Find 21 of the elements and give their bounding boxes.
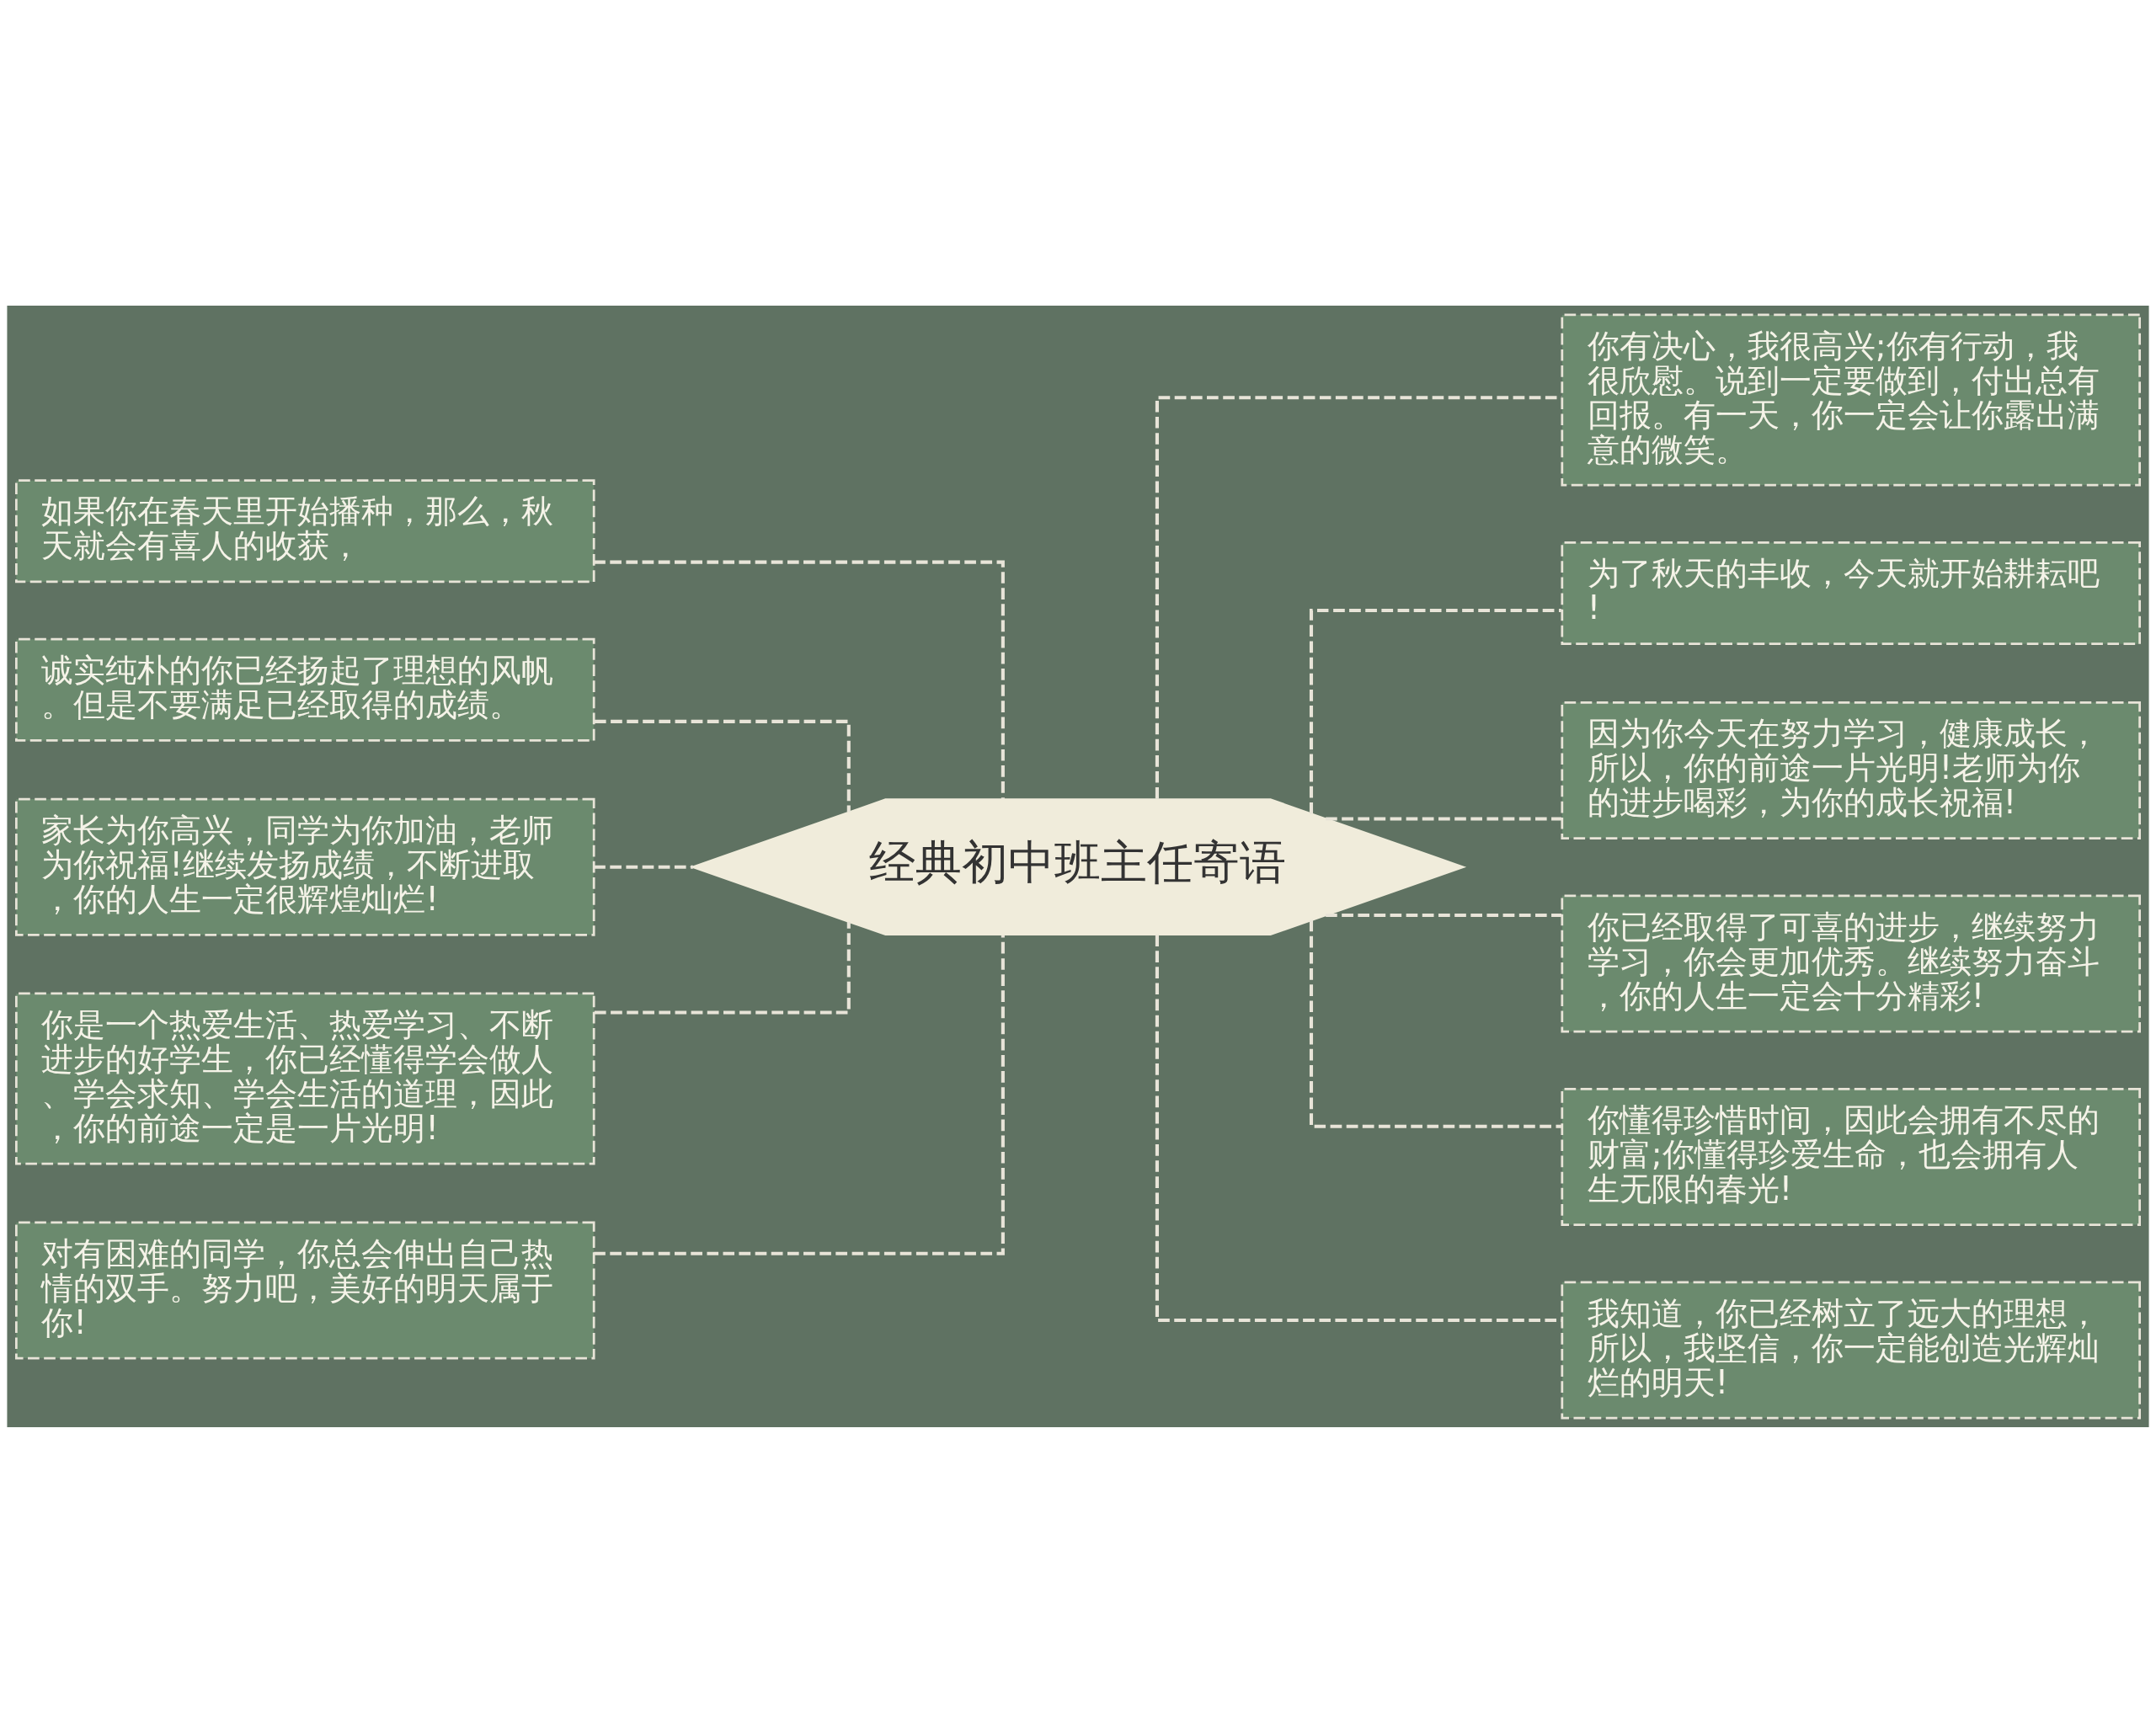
connector: [594, 921, 851, 1015]
connector: [594, 865, 693, 869]
connector: [1326, 816, 1562, 820]
connector: [1155, 934, 1562, 1322]
connector: [594, 719, 851, 812]
node-box: 你是一个热爱生活、热爱学习、不断进步的好学生，你已经懂得学会做人、学会求知、学会生活的道理，因此，你的前途一定是一片光明!: [15, 992, 595, 1164]
connector: [1309, 608, 1561, 814]
node-box: 家长为你高兴，同学为你加油，老师为你祝福!继续发扬成绩，不断进取，你的人生一定很辉煌灿烂!: [15, 797, 595, 936]
connector: [594, 935, 1005, 1255]
node-box: 对有困难的同学，你总会伸出自己热情的双手。努力吧，美好的明天属于你!: [15, 1220, 595, 1359]
node-box: 你有决心，我很高兴;你有行动，我很欣慰。说到一定要做到，付出总有回报。有一天，你一定会让你露出满意的微笑。: [1561, 313, 2141, 486]
node-box: 为了秋天的丰收，今天就开始耕耘吧!: [1561, 541, 2141, 645]
connector: [1309, 919, 1561, 1128]
node-box: 你已经取得了可喜的进步，继续努力学习，你会更加优秀。继续努力奋斗，你的人生一定会十分精彩!: [1561, 893, 2141, 1032]
node-box: 我知道，你已经树立了远大的理想，所以，我坚信，你一定能创造光辉灿烂的明天!: [1561, 1281, 2141, 1419]
connector: [594, 560, 1005, 799]
node-box: 如果你在春天里开始播种，那么，秋天就会有喜人的收获，: [15, 478, 595, 583]
node-box: 因为你今天在努力学习，健康成长，所以，你的前途一片光明!老师为你的进步喝彩，为你的成长祝福!: [1561, 701, 2141, 839]
node-box: 诚实纯朴的你已经扬起了理想的风帆。但是不要满足已经取得的成绩。: [15, 637, 595, 742]
connector: [1326, 913, 1562, 917]
node-box: 你懂得珍惜时间，因此会拥有不尽的财富;你懂得珍爱生命，也会拥有人生无限的春光!: [1561, 1087, 2141, 1226]
